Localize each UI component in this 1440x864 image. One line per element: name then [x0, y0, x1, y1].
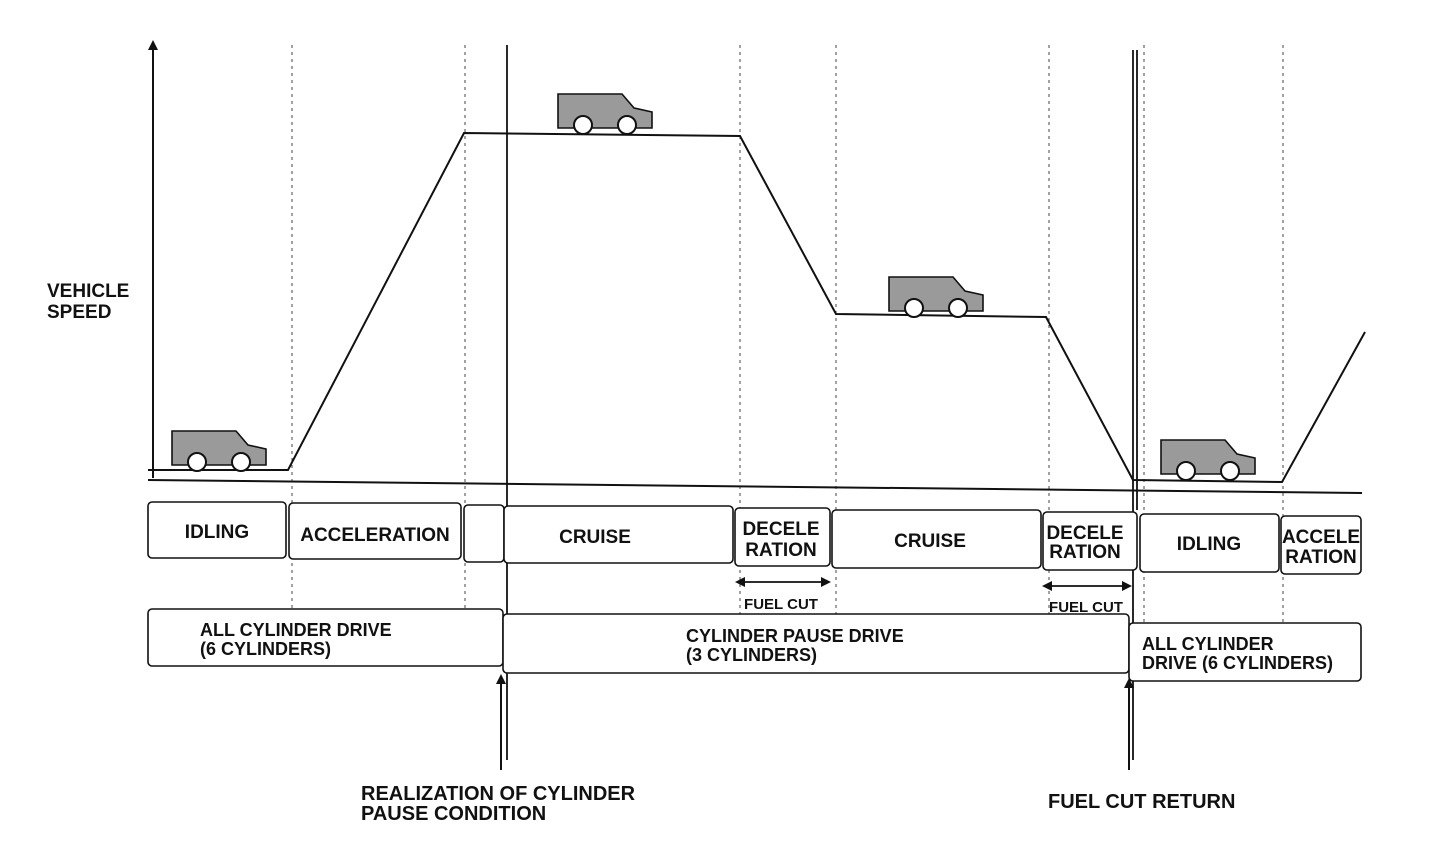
segment-label: IDLING: [185, 522, 249, 543]
mode-label: ALL CYLINDER DRIVE: [200, 620, 392, 640]
car-icon: [1160, 439, 1256, 481]
segment-label: RATION: [745, 540, 816, 561]
segment-label: DECELE: [742, 519, 819, 540]
segment-label: ACCELE: [1282, 527, 1360, 548]
segment-label: RATION: [1049, 542, 1120, 563]
segment-label: CRUISE: [894, 531, 966, 552]
car-icon: [888, 276, 984, 318]
fuel-cut-label: FUEL CUT: [1049, 599, 1123, 616]
segment-label: ACCELERATION: [300, 525, 450, 546]
y-axis-label-line2: SPEED: [47, 302, 111, 323]
phase-row: IDLING ACCELERATION CRUISE DECELE RATION…: [147, 501, 1362, 575]
segment-box: [734, 507, 831, 567]
fuel-cut-indicator: FUEL CUT: [735, 577, 831, 613]
x-axis: [147, 479, 1363, 494]
segment-label: RATION: [1285, 547, 1356, 568]
pause-condition-annotation: PAUSE CONDITION: [361, 803, 546, 825]
fuel-cut-indicator: FUEL CUT: [1042, 581, 1132, 616]
mode-label: DRIVE (6 CYLINDERS): [1142, 653, 1333, 673]
mode-box: [1128, 622, 1362, 682]
y-axis-label-line1: VEHICLE: [47, 281, 129, 302]
car-icon: [557, 93, 653, 135]
segment-box: [1042, 511, 1138, 571]
car-icon: [171, 430, 267, 472]
segment-box: [1139, 513, 1280, 573]
speed-profile-line: [148, 131, 1366, 484]
segment-label: DECELE: [1046, 523, 1123, 544]
segment-box: [503, 505, 734, 564]
segment-box: [288, 502, 462, 560]
segment-label: CRUISE: [559, 527, 631, 548]
segment-box: [831, 509, 1042, 569]
segment-label: IDLING: [1177, 534, 1241, 555]
mode-label: (6 CYLINDERS): [200, 639, 331, 659]
fuel-cut-label: FUEL CUT: [744, 596, 818, 613]
mode-label: ALL CYLINDER: [1142, 634, 1274, 654]
mode-row: ALL CYLINDER DRIVE (6 CYLINDERS) CYLINDE…: [147, 608, 1362, 682]
mode-label: CYLINDER PAUSE DRIVE: [686, 626, 904, 646]
segment-box: [1280, 515, 1362, 575]
segment-box: [147, 501, 287, 559]
pause-condition-annotation: REALIZATION OF CYLINDER: [361, 783, 636, 805]
mode-label: (3 CYLINDERS): [686, 645, 817, 665]
segment-box: [463, 504, 505, 563]
fuel-cut-return-annotation: FUEL CUT RETURN: [1048, 791, 1235, 813]
